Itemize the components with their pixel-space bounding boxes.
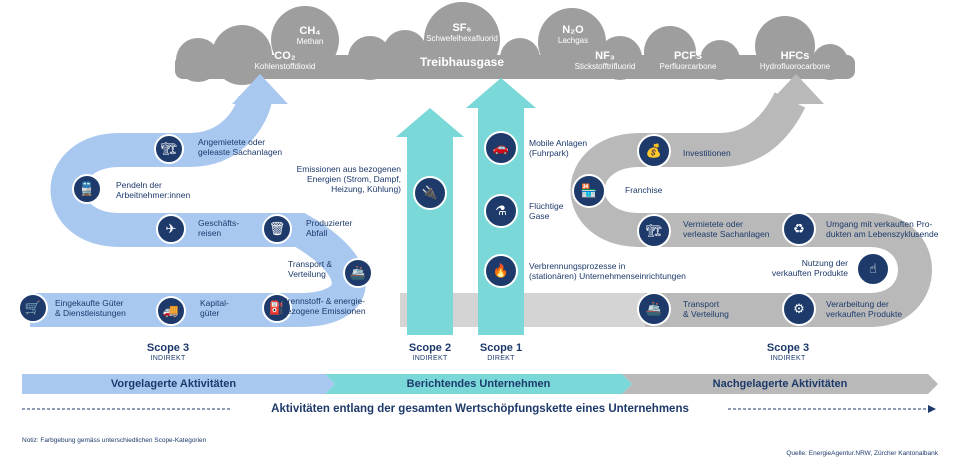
- greenhouse-gases-title: Treibhausgase: [419, 55, 505, 69]
- item-fuel-energy: Brennstoff- & energie- bezogene Emission…: [282, 296, 366, 316]
- trash-bin-icon: 🗑: [262, 214, 292, 244]
- item-end-of-life: Umgang mit verkauften Pro- dukten am Leb…: [826, 219, 939, 239]
- hand-pointer-icon: ☝: [856, 252, 890, 286]
- band-downstream-label: Nachgelagerte Aktivitäten: [712, 378, 848, 390]
- electric-plug-icon: 🔌: [413, 176, 447, 210]
- gas-pcfs: PCFs Perfluorcarbone: [648, 50, 728, 71]
- scope2-label: Scope 2 INDIREKT: [400, 342, 460, 363]
- item-franchise: Franchise: [625, 185, 663, 195]
- gas-formula: HFCs: [780, 50, 810, 62]
- band-downstream-shape: [622, 374, 938, 394]
- scope-title: Scope 2: [408, 342, 452, 354]
- value-chain-arrowhead: [928, 405, 936, 413]
- crane-icon: 🏗: [154, 134, 184, 164]
- scope2-arrow-head: [396, 108, 464, 137]
- item-fugitive-gases: Flüchtige Gase: [529, 201, 564, 221]
- band-upstream-shape: [22, 374, 335, 394]
- scope-subtitle: INDIREKT: [150, 355, 186, 362]
- gas-ch4: CH₄ Methan: [288, 25, 332, 46]
- gas-name: Lachgas: [557, 36, 589, 45]
- gas-nf3: NF₃ Stickstofftrifluorid: [560, 50, 650, 71]
- ship-icon: 🚢: [343, 258, 373, 288]
- gas-bottle-icon: ⚗: [484, 194, 518, 228]
- cloud-shape: [175, 2, 855, 85]
- scope1-arrow-head: [466, 78, 536, 108]
- gas-name: Hydrofluorocarbone: [759, 62, 831, 71]
- gas-formula: NF₃: [595, 50, 615, 62]
- gas-name: Kohlenstoffdioxid: [254, 62, 316, 71]
- scope-subtitle: DIREKT: [487, 355, 515, 362]
- scope3-downstream-label: Scope 3 INDIREKT: [760, 342, 816, 363]
- scope-title: Scope 3: [146, 342, 190, 354]
- item-combustion: Verbrennungsprozesse in (stationären) Un…: [529, 261, 686, 281]
- item-processing-products: Verarbeitung der verkauften Produkte: [826, 299, 903, 319]
- crane-icon: 🏗: [637, 214, 671, 248]
- downstream-path: [570, 92, 932, 327]
- gas-sf6: SF₆ Schwefelhexafluorid: [412, 22, 512, 43]
- item-transport-downstream: Transport & Verteilung: [683, 299, 729, 319]
- recycle-icon: ♻: [782, 212, 816, 246]
- band-upstream-label: Vorgelagerte Aktivitäten: [110, 378, 237, 390]
- money-bag-icon: 💰: [637, 134, 671, 168]
- note-text: Notiz: Farbgebung gemäss unterschiedlich…: [22, 437, 207, 444]
- fuel-canister-icon: ⛽: [262, 293, 292, 323]
- gas-n2o: N₂O Lachgas: [548, 24, 598, 45]
- downstream-arrow-head: [768, 74, 824, 104]
- source-text: Quelle: EnergieAgentur.NRW, Zürcher Kant…: [786, 450, 938, 457]
- upstream-arrow-head: [232, 74, 288, 104]
- item-leased-assets-downstream: Vermietete oder verleaste Sachanlagen: [683, 219, 770, 239]
- gas-formula: CO₂: [274, 50, 296, 62]
- truck-icon: 🚚: [156, 296, 186, 326]
- shop-icon: 🏪: [572, 174, 606, 208]
- item-use-of-products: Nutzung der verkauften Produkte: [771, 258, 848, 278]
- value-chain-label: Aktivitäten entlang der gesamten Wertsch…: [271, 403, 689, 415]
- upstream-path: [30, 94, 366, 327]
- item-business-travel: Geschäfts- reisen: [198, 218, 240, 238]
- item-leased-assets-upstream: Angemietete oder geleaste Sachanlagen: [198, 137, 283, 157]
- item-transport-upstream: Transport & Verteilung: [288, 259, 333, 279]
- scope1-label: Scope 1 DIREKT: [471, 342, 531, 363]
- item-purchased-goods: Eingekaufte Güter & Dienstleistungen: [55, 298, 126, 318]
- car-icon: 🚗: [484, 131, 518, 165]
- scope-title: Scope 3: [766, 342, 810, 354]
- train-icon: 🚆: [72, 174, 102, 204]
- item-capital-goods: Kapital- güter: [200, 298, 229, 318]
- scope3-upstream-label: Scope 3 INDIREKT: [140, 342, 196, 363]
- item-mobile-sources: Mobile Anlagen (Fuhrpark): [529, 138, 588, 158]
- item-investments: Investitionen: [683, 148, 731, 158]
- gas-name: Perfluorcarbone: [659, 62, 717, 71]
- gas-formula: CH₄: [299, 25, 321, 37]
- gas-hfcs: HFCs Hydrofluorocarbone: [750, 50, 840, 71]
- airplane-icon: ✈: [156, 214, 186, 244]
- band-reporting-label: Berichtendes Unternehmen: [406, 378, 551, 390]
- scope2-arrow-body: [407, 135, 453, 335]
- item-waste: Produzierter Abfall: [306, 218, 353, 238]
- scope-subtitle: INDIREKT: [412, 355, 448, 362]
- gas-formula: SF₆: [452, 22, 472, 34]
- item-purchased-energy: Emissionen aus bezogenen Energien (Strom…: [296, 164, 401, 194]
- gas-co2: CO₂ Kohlenstoffdioxid: [240, 50, 330, 71]
- fire-factory-icon: 🔥: [484, 254, 518, 288]
- shopping-cart-icon: 🛒: [18, 293, 48, 323]
- gas-formula: N₂O: [562, 24, 584, 36]
- scope-subtitle: INDIREKT: [770, 355, 806, 362]
- ship-icon: 🚢: [637, 292, 671, 326]
- scope-title: Scope 1: [479, 342, 523, 354]
- band-reporting-shape: [325, 374, 632, 394]
- gas-name: Methan: [296, 37, 324, 46]
- gas-name: Stickstofftrifluorid: [574, 62, 636, 71]
- item-commuting: Pendeln der Arbeitnehmer:innen: [116, 180, 191, 200]
- gas-name: Schwefelhexafluorid: [426, 34, 498, 43]
- gears-icon: ⚙: [782, 292, 816, 326]
- gas-formula: PCFs: [673, 50, 703, 62]
